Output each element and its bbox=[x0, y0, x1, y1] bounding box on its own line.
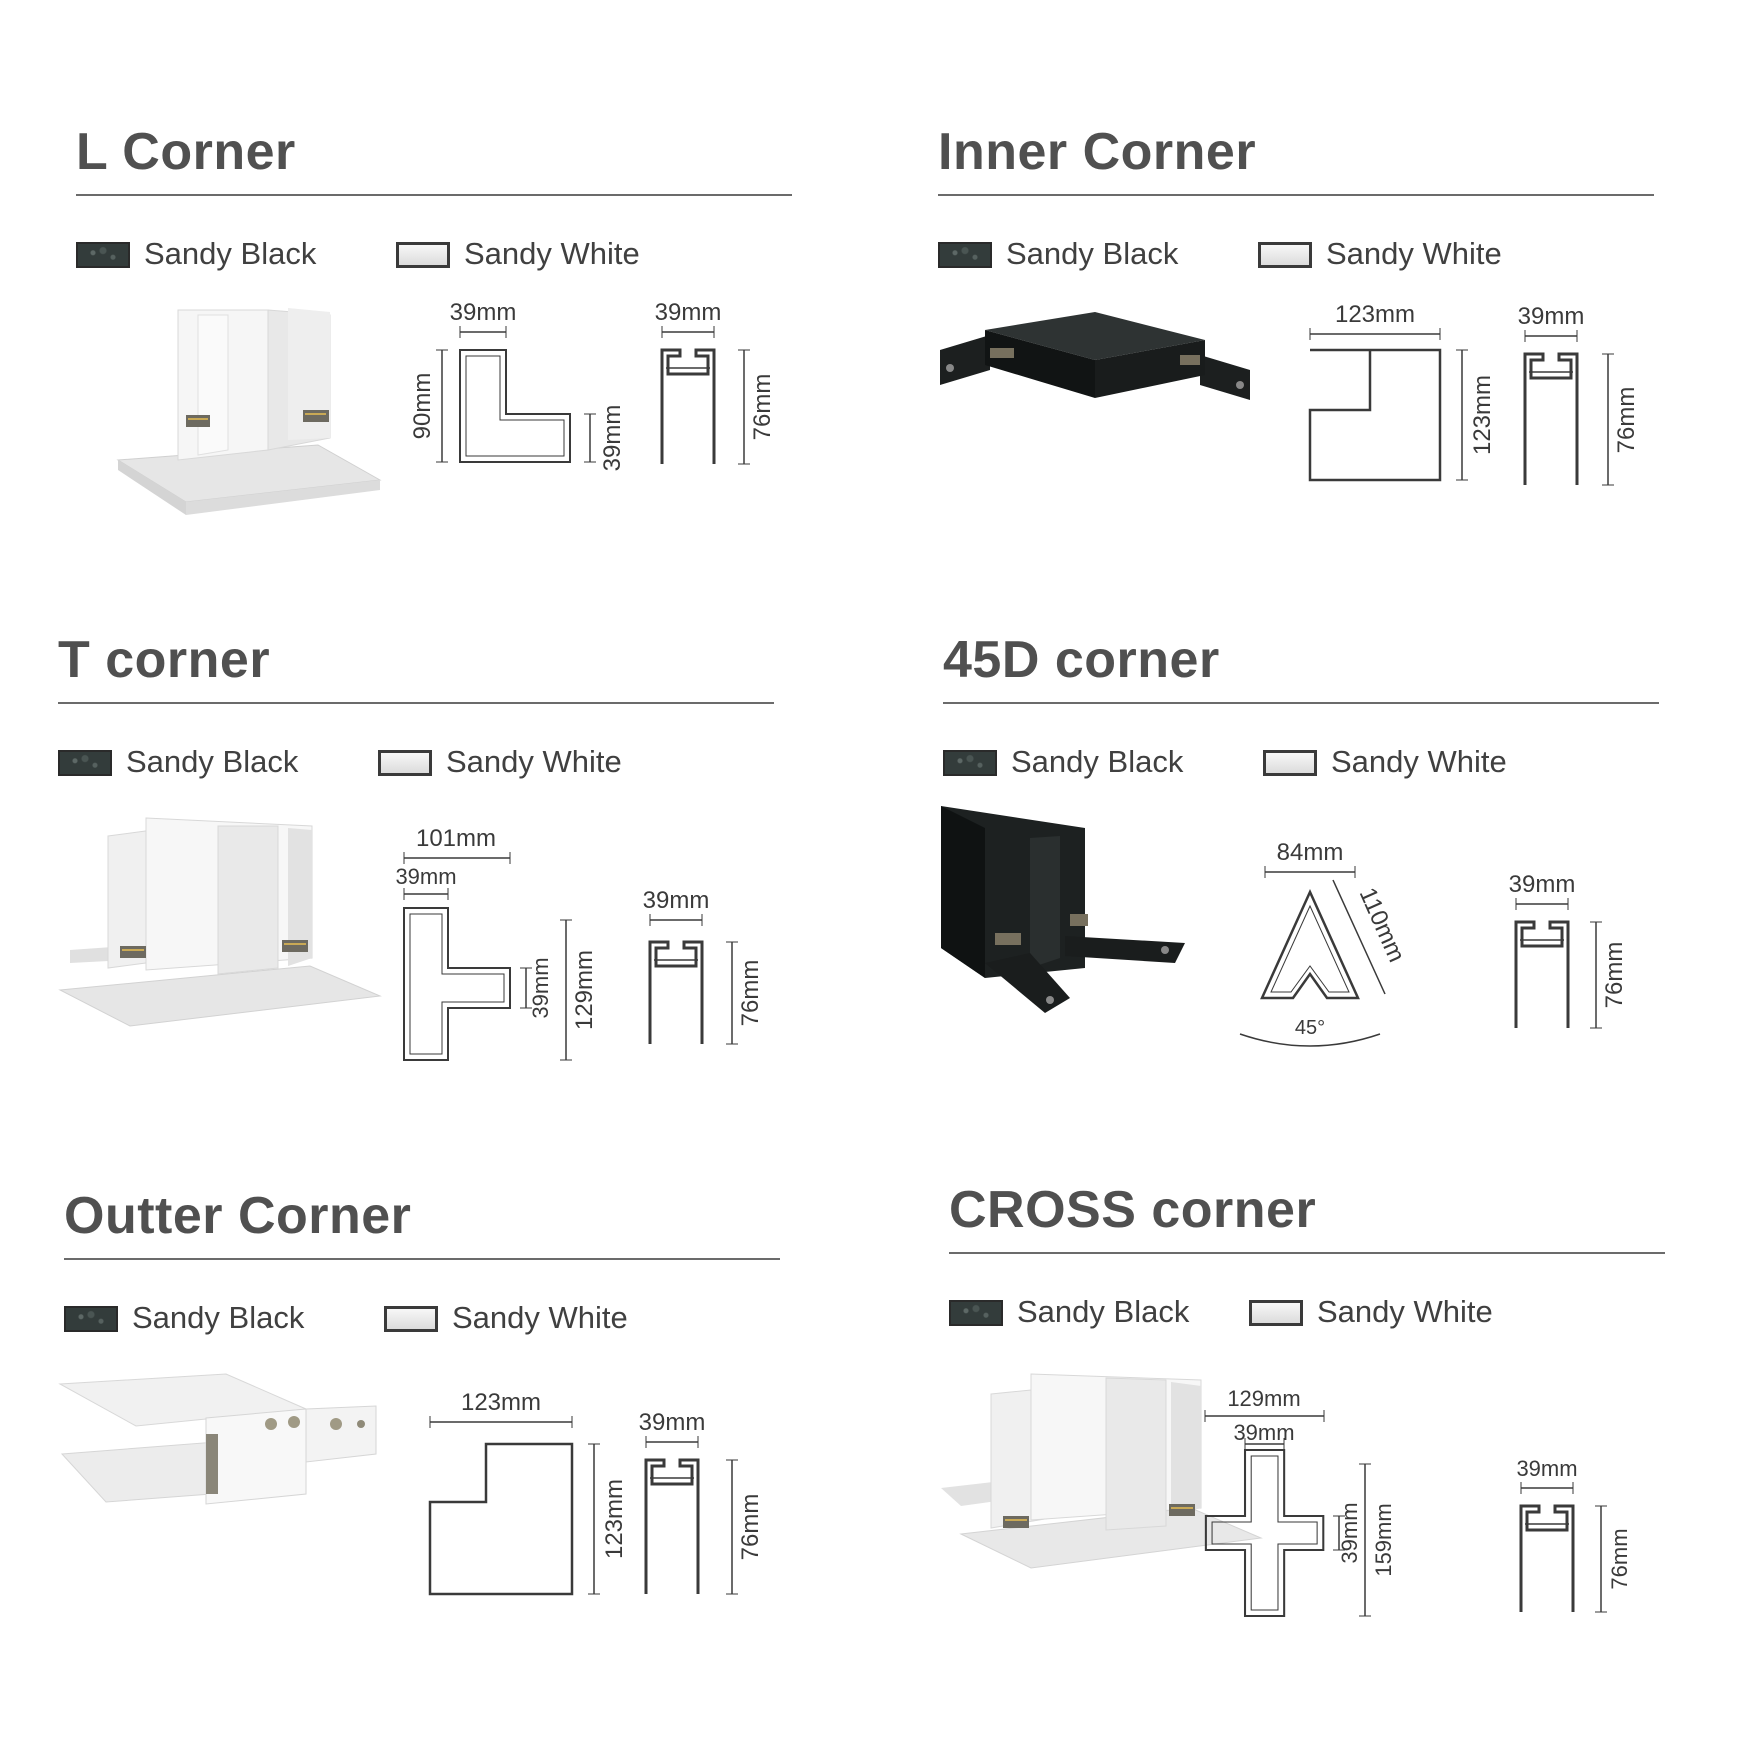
profile-width-dimension: 39mm bbox=[1509, 871, 1576, 898]
l-corner-connector-icon bbox=[116, 308, 382, 515]
cross-corner-drawing: 129mm 39mm 39mm 159mm 39mm 76mm bbox=[941, 1373, 1632, 1617]
profile-width-dimension: 39mm bbox=[639, 1409, 706, 1436]
profile-width-dimension: 39mm bbox=[643, 887, 710, 914]
inner-corner-connector-icon bbox=[940, 312, 1250, 400]
finish-label: Sandy Black bbox=[1011, 744, 1184, 779]
t-corner-connector-icon bbox=[58, 817, 382, 1027]
plan-top-dimension: 123mm bbox=[461, 1389, 541, 1416]
panel-cross-corner: CROSS corner Sandy Black Sandy White bbox=[941, 1180, 1681, 1640]
l-corner-plan-view: 39mm 90mm 39mm bbox=[409, 299, 626, 471]
finish-label: Sandy White bbox=[452, 1300, 628, 1335]
plan-arm-height-dimension: 39mm bbox=[528, 957, 553, 1018]
inner-corner-profile: 39mm 76mm bbox=[1518, 303, 1640, 486]
sandy-black-swatch bbox=[64, 1306, 118, 1332]
panel-title: Outter Corner bbox=[64, 1187, 412, 1245]
plan-arm-height-dimension: 39mm bbox=[1337, 1502, 1362, 1563]
profile-width-dimension: 39mm bbox=[1518, 303, 1585, 330]
plan-angle-dimension: 45° bbox=[1295, 1017, 1325, 1039]
plan-right-dimension: 123mm bbox=[601, 1479, 628, 1559]
sandy-white-swatch bbox=[378, 750, 432, 776]
plan-right-dimension: 39mm bbox=[599, 405, 626, 472]
profile-height-dimension: 76mm bbox=[1601, 942, 1628, 1009]
sandy-black-swatch bbox=[949, 1300, 1003, 1326]
plan-total-width-dimension: 129mm bbox=[1227, 1386, 1300, 1411]
panel-inner-corner: Inner Corner Sandy Black Sandy White bbox=[930, 122, 1670, 582]
finish-label: Sandy Black bbox=[132, 1300, 305, 1335]
l-corner-profile: 39mm 76mm bbox=[655, 299, 776, 465]
sandy-black-swatch bbox=[76, 242, 130, 268]
plan-total-width-dimension: 101mm bbox=[416, 825, 496, 852]
plan-arm-width-dimension: 39mm bbox=[1233, 1420, 1294, 1445]
sandy-white-swatch bbox=[384, 1306, 438, 1332]
sandy-white-swatch bbox=[1249, 1300, 1303, 1326]
panel-l-corner: L Corner Sandy Black Sandy White bbox=[68, 122, 808, 582]
sandy-white-swatch bbox=[1263, 750, 1317, 776]
plan-stem-width-dimension: 39mm bbox=[395, 864, 456, 889]
profile-height-dimension: 76mm bbox=[1613, 387, 1640, 454]
profile-width-dimension: 39mm bbox=[1516, 1456, 1577, 1481]
panel-45d-corner: 45D corner Sandy Black Sandy White bbox=[935, 630, 1675, 1090]
inner-corner-plan-view: 123mm 123mm bbox=[1308, 301, 1496, 482]
t-corner-plan-view: 101mm 39mm 39mm 129mm bbox=[395, 825, 598, 1061]
title-divider bbox=[58, 702, 774, 704]
plan-width-dimension: 84mm bbox=[1277, 839, 1344, 866]
inner-corner-drawing: 123mm 123mm 39mm 76mm bbox=[940, 301, 1640, 486]
panel-outter-corner: Outter Corner Sandy Black Sandy White bbox=[56, 1186, 796, 1646]
t-corner-drawing: 101mm 39mm 39mm 129mm 39mm 76mm bbox=[58, 817, 764, 1061]
profile-height-dimension: 76mm bbox=[737, 960, 764, 1027]
profile-height-dimension: 76mm bbox=[1607, 1528, 1632, 1589]
plan-top-dimension: 39mm bbox=[450, 299, 517, 326]
title-divider bbox=[76, 194, 792, 196]
finish-label: Sandy White bbox=[1317, 1294, 1493, 1329]
t-corner-profile: 39mm 76mm bbox=[643, 887, 764, 1045]
finish-label: Sandy Black bbox=[1006, 236, 1179, 271]
cross-corner-profile: 39mm 76mm bbox=[1516, 1456, 1632, 1613]
finish-label: Sandy Black bbox=[144, 236, 317, 271]
panel-t-corner: T corner Sandy Black Sandy White bbox=[50, 630, 790, 1090]
title-divider bbox=[943, 702, 1659, 704]
panel-title: CROSS corner bbox=[949, 1181, 1317, 1239]
finish-label: Sandy White bbox=[1326, 236, 1502, 271]
profile-width-dimension: 39mm bbox=[655, 299, 722, 326]
profile-height-dimension: 76mm bbox=[749, 374, 776, 441]
profile-height-dimension: 76mm bbox=[737, 1494, 764, 1561]
sandy-black-swatch bbox=[943, 750, 997, 776]
45d-corner-plan-view: 84mm 110mm 45° bbox=[1239, 839, 1410, 1047]
plan-total-height-dimension: 159mm bbox=[1371, 1503, 1396, 1576]
plan-right-dimension: 123mm bbox=[1469, 375, 1496, 455]
title-divider bbox=[938, 194, 1654, 196]
cross-corner-plan-view: 129mm 39mm 39mm 159mm bbox=[1204, 1386, 1396, 1617]
outter-corner-connector-icon bbox=[58, 1373, 377, 1505]
l-corner-drawing: 39mm 90mm 39mm 39mm 76mm bbox=[116, 299, 776, 515]
finish-label: Sandy White bbox=[1331, 744, 1507, 779]
panel-title: 45D corner bbox=[943, 631, 1220, 689]
panel-title: Inner Corner bbox=[938, 123, 1257, 181]
sandy-white-swatch bbox=[1258, 242, 1312, 268]
45d-corner-drawing: 84mm 110mm 45° 39mm 76mm bbox=[941, 806, 1628, 1047]
sandy-black-swatch bbox=[938, 242, 992, 268]
45d-corner-connector-icon bbox=[941, 806, 1185, 1013]
sandy-white-swatch bbox=[396, 242, 450, 268]
title-divider bbox=[949, 1252, 1665, 1254]
finish-label: Sandy White bbox=[446, 744, 622, 779]
plan-total-height-dimension: 129mm bbox=[571, 950, 598, 1030]
plan-left-dimension: 90mm bbox=[409, 373, 436, 440]
sandy-black-swatch bbox=[58, 750, 112, 776]
finish-label: Sandy Black bbox=[126, 744, 299, 779]
finish-label: Sandy Black bbox=[1017, 1294, 1190, 1329]
cross-corner-connector-icon bbox=[941, 1373, 1263, 1569]
45d-corner-profile: 39mm 76mm bbox=[1509, 871, 1628, 1029]
plan-side-dimension: 110mm bbox=[1354, 884, 1410, 966]
outter-corner-plan-view: 123mm 123mm bbox=[428, 1389, 628, 1596]
panel-title: T corner bbox=[58, 631, 271, 689]
plan-top-dimension: 123mm bbox=[1335, 301, 1415, 328]
outter-corner-profile: 39mm 76mm bbox=[639, 1409, 764, 1595]
outter-corner-drawing: 123mm 123mm 39mm 76mm bbox=[58, 1373, 764, 1596]
finish-label: Sandy White bbox=[464, 236, 640, 271]
panel-title: L Corner bbox=[76, 123, 296, 181]
title-divider bbox=[64, 1258, 780, 1260]
